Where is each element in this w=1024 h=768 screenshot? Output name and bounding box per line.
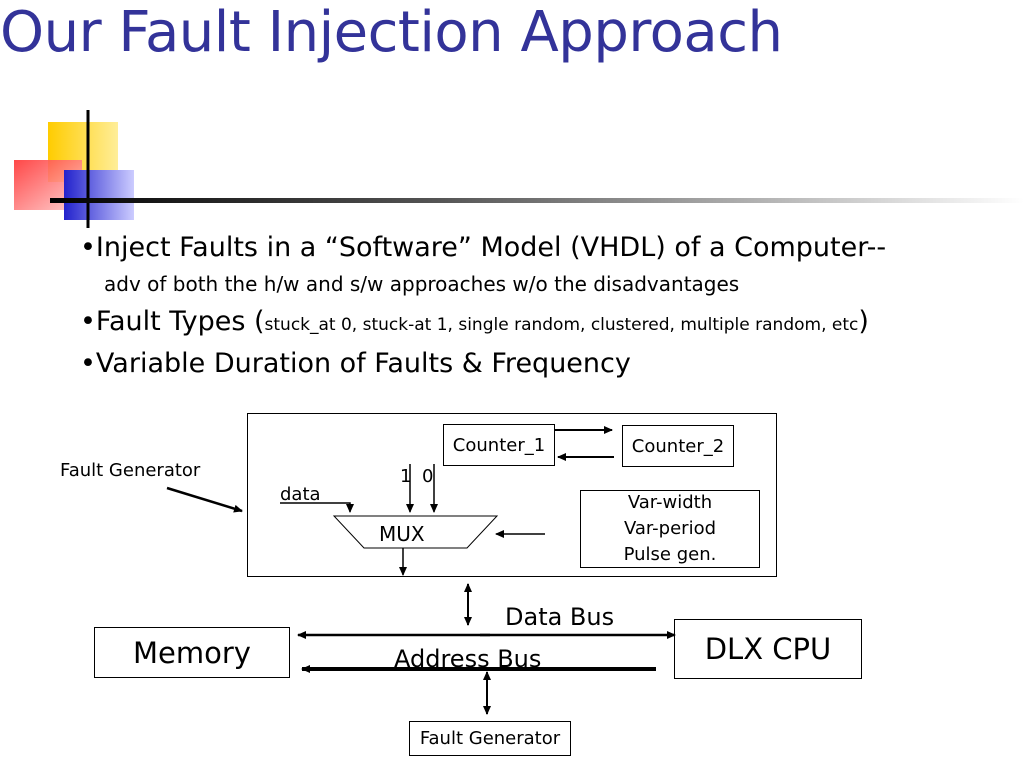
bullet-inject-faults: •Inject Faults in a “Software” Model (VH… [80,232,887,263]
mux-shape [332,515,499,549]
mux-input-1-label: 1 [400,466,412,487]
counter-2-box: Counter_2 [622,425,734,467]
title-underline [50,198,1024,203]
bullet-variable-duration: •Variable Duration of Faults & Frequency [80,348,631,379]
pulse-gen-line-1: Var-width [627,492,713,513]
bullet-inject-faults-sub: adv of both the h/w and s/w approaches w… [104,272,740,296]
bullet-fault-types: •Fault Types (stuck_at 0, stuck-at 1, si… [80,306,869,337]
mux-input-0-label: 0 [422,466,434,487]
fault-types-suffix: ) [858,306,869,337]
fault-generator-label-top: Fault Generator [60,460,201,481]
data-bus-label: Data Bus [505,603,615,631]
data-input-label: data [280,484,321,505]
fault-types-detail: stuck_at 0, stuck-at 1, single random, c… [264,315,859,335]
fault-generator-arrow [166,486,243,513]
slide-title: Our Fault Injection Approach [0,0,783,65]
fault-generator-label-bottom: Fault Generator [419,728,561,749]
mux-label: MUX [379,522,425,546]
decorative-logo [0,110,160,230]
counter-1-label: Counter_1 [452,434,546,456]
counter-1-box: Counter_1 [443,424,555,466]
fault-types-prefix: •Fault Types ( [80,306,265,337]
fault-generator-box-bottom: Fault Generator [409,721,571,756]
pulse-gen-line-2: Var-period [623,518,717,539]
memory-label: Memory [133,635,251,670]
counter-2-label: Counter_2 [631,435,725,457]
pulse-gen-line-3: Pulse gen. [623,544,717,565]
dlx-cpu-label: DLX CPU [704,632,832,666]
dlx-cpu-box: DLX CPU [674,619,862,679]
data-input-arrow [280,502,354,513]
pulse-gen-box: Var-width Var-period Pulse gen. [580,490,760,568]
memory-box: Memory [94,627,290,678]
